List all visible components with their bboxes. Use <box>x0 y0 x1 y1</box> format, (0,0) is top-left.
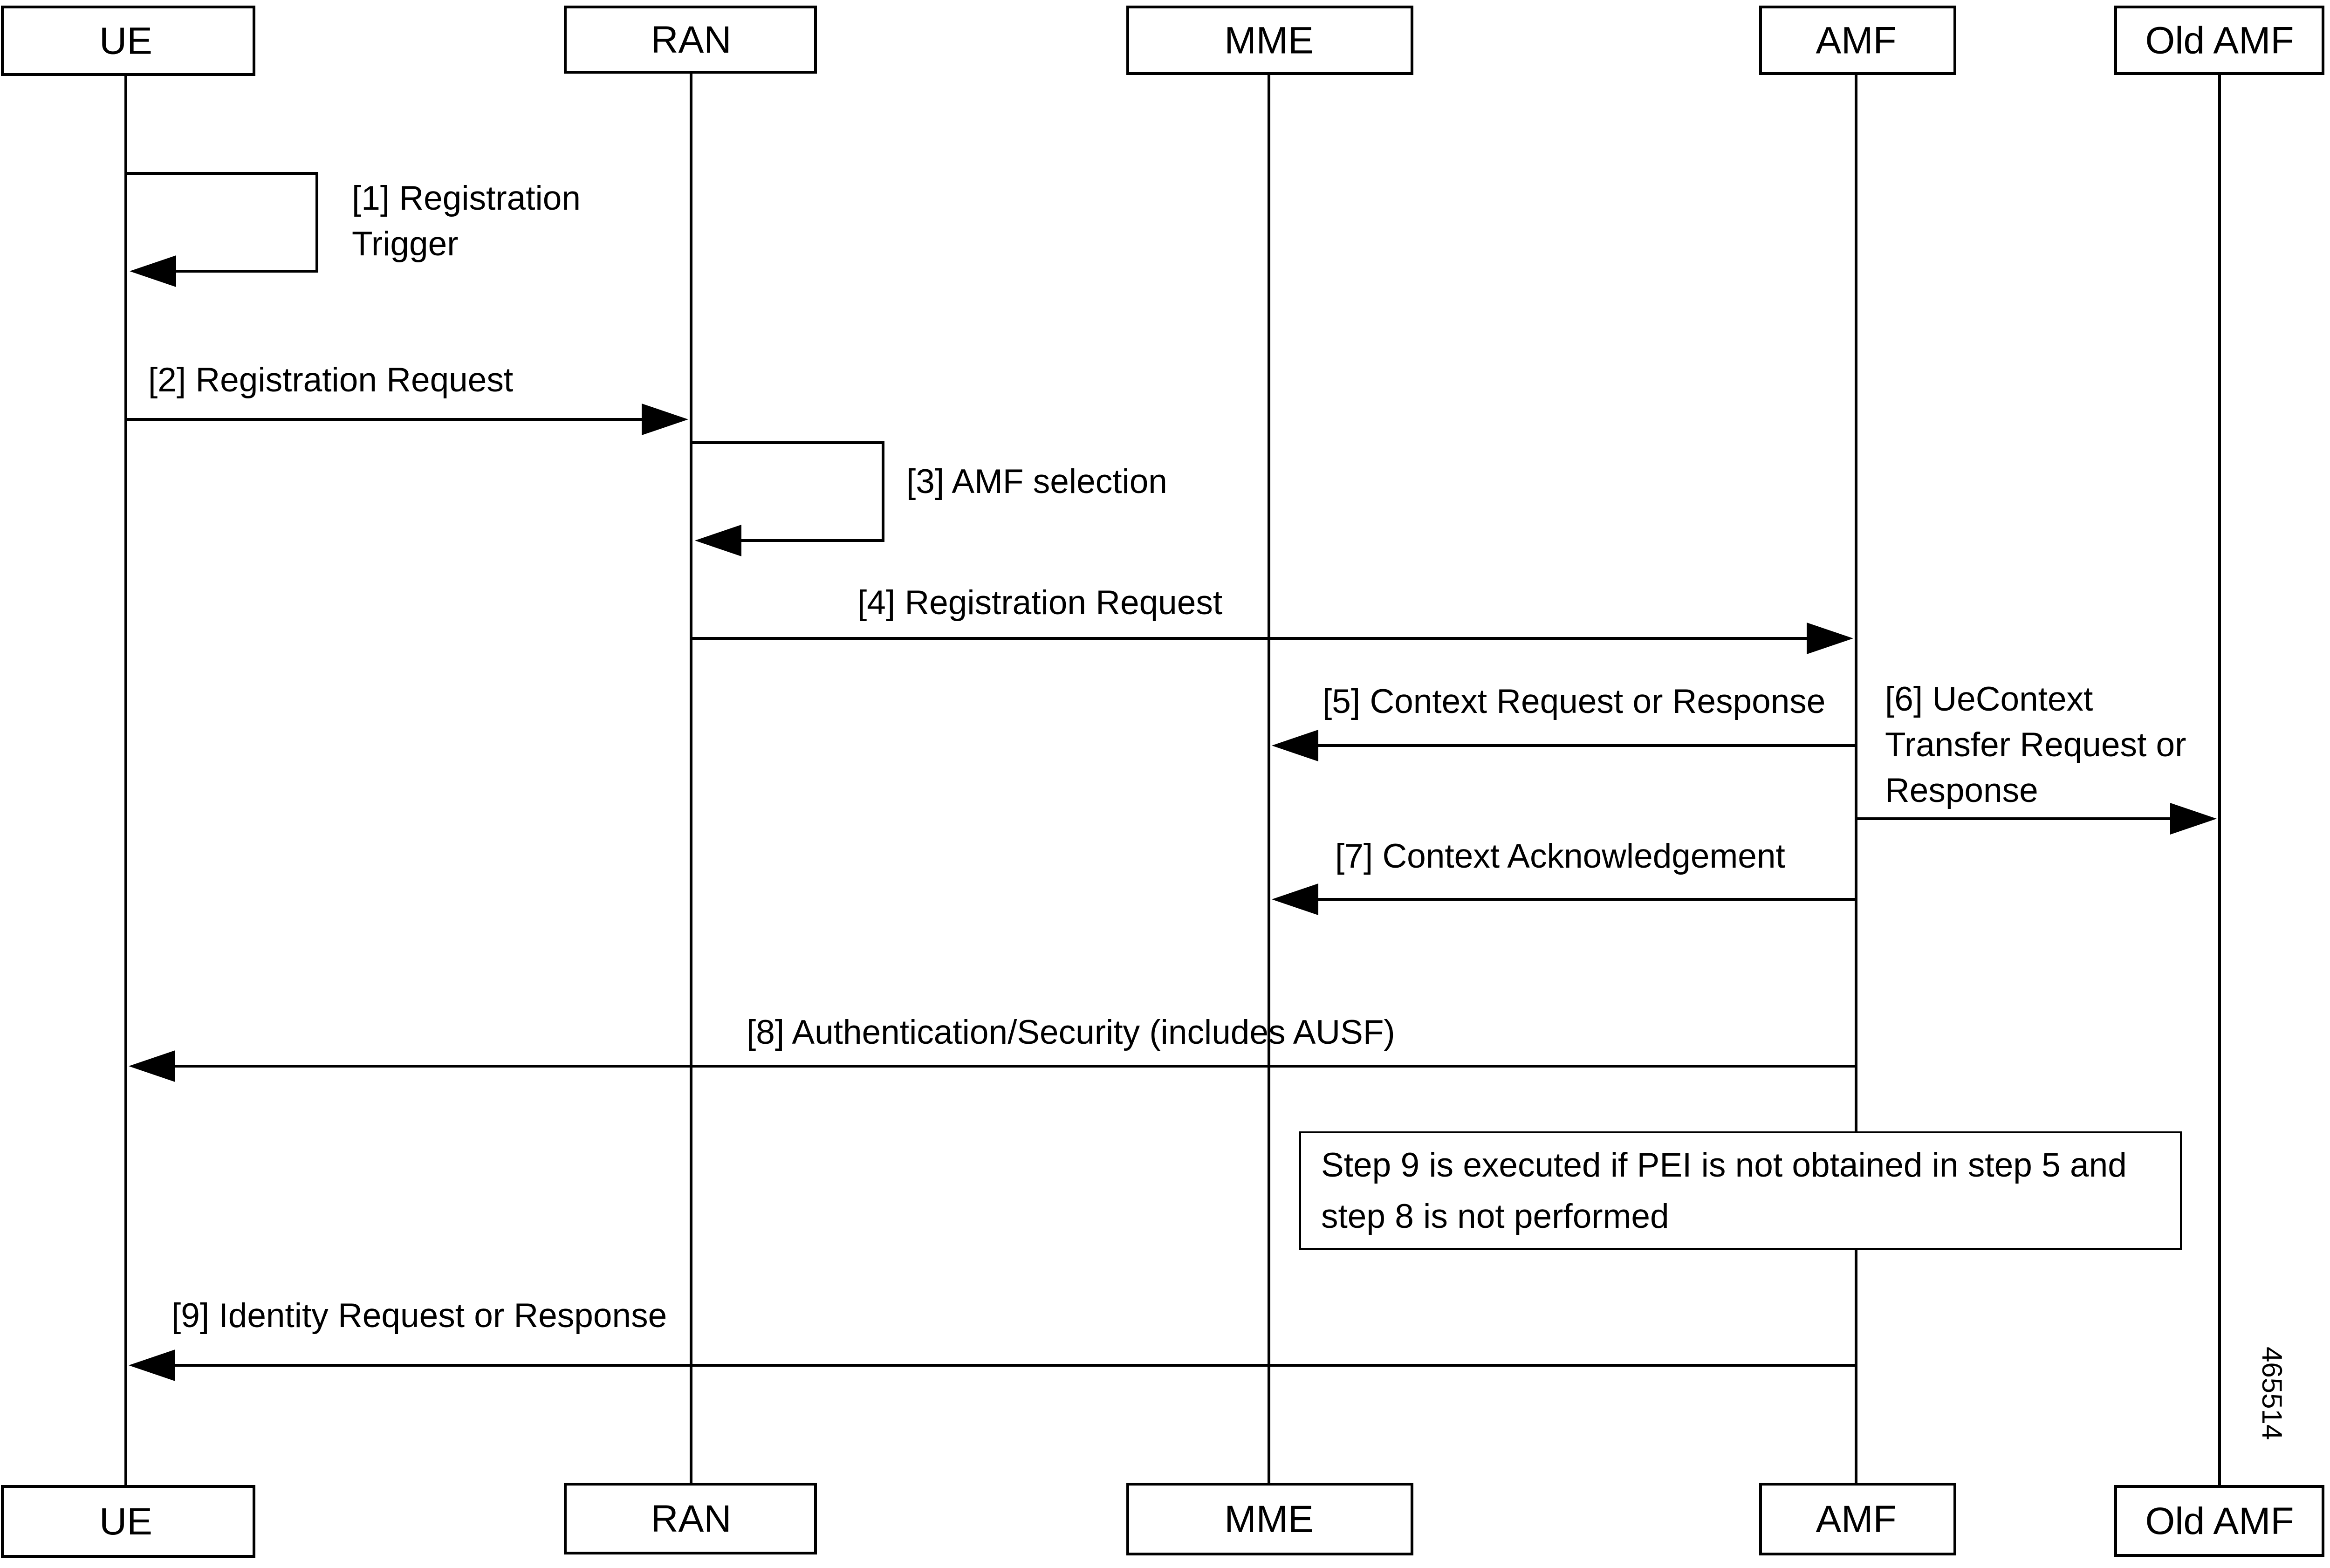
actor-box <box>564 1483 817 1554</box>
message-label: [6] UeContext <box>1885 680 2093 718</box>
message-m8: [8] Authentication/Security (includes AU… <box>129 1013 1856 1082</box>
actor-box <box>1759 6 1956 75</box>
message-m7: [7] Context Acknowledgement <box>1272 837 1856 915</box>
actor-boxes-bottom: UE RAN MME AMF Old AMF <box>1 1483 2324 1558</box>
actor-old-amf-bottom: Old AMF <box>2114 1485 2324 1557</box>
actor-amf-top: AMF <box>1759 6 1956 75</box>
actor-label: MME <box>1224 1498 1313 1541</box>
message-line <box>691 441 884 542</box>
actor-label: AMF <box>1816 1498 1896 1541</box>
message-label: [8] Authentication/Security (includes AU… <box>747 1013 1395 1051</box>
actor-ran-bottom: RAN <box>564 1483 817 1554</box>
message-label: [5] Context Request or Response <box>1323 683 1825 720</box>
actor-box <box>1126 1483 1413 1555</box>
arrowhead <box>1807 623 1853 654</box>
arrowhead <box>1272 883 1318 915</box>
actor-box <box>564 6 817 74</box>
actor-ue-top: UE <box>1 6 255 76</box>
message-line <box>126 172 318 273</box>
message-label: [1] Registration <box>352 179 581 217</box>
message-m3: [3] AMF selection <box>691 441 1167 556</box>
actor-mme-top: MME <box>1126 6 1413 75</box>
arrowhead <box>695 525 741 556</box>
actor-box <box>1126 6 1413 75</box>
message-m4: [4] Registration Request <box>691 584 1853 654</box>
message-m2: [2] Registration Request <box>126 361 688 435</box>
arrowhead <box>129 1050 175 1082</box>
note-line-1: Step 9 is executed if PEI is not obtaine… <box>1321 1146 2127 1184</box>
message-label: [3] AMF selection <box>906 463 1167 500</box>
note-line-2: step 8 is not performed <box>1321 1198 1669 1235</box>
actor-amf-bottom: AMF <box>1759 1483 1956 1555</box>
actor-label: RAN <box>651 19 731 61</box>
actor-label: Old AMF <box>2145 20 2294 62</box>
actor-label: AMF <box>1816 20 1896 62</box>
actor-box <box>1759 1483 1956 1555</box>
message-label: [4] Registration Request <box>857 584 1222 622</box>
actor-label: Old AMF <box>2145 1500 2294 1542</box>
note-box <box>1299 1131 2182 1250</box>
actor-mme-bottom: MME <box>1126 1483 1413 1555</box>
message-label: Response <box>1885 772 2038 809</box>
message-label: Trigger <box>352 225 459 263</box>
arrowhead <box>129 1349 175 1381</box>
arrowhead <box>130 255 176 287</box>
arrowhead <box>642 404 688 435</box>
message-label: Transfer Request or <box>1885 726 2186 764</box>
actor-label: RAN <box>651 1498 731 1540</box>
note: Step 9 is executed if PEI is not obtaine… <box>1299 1131 2182 1250</box>
figure-id: 465514 <box>2256 1347 2288 1440</box>
actor-label: MME <box>1224 20 1313 62</box>
actor-ran-top: RAN <box>564 6 817 74</box>
message-label: [2] Registration Request <box>148 361 513 399</box>
message-m5: [5] Context Request or Response <box>1272 683 1856 761</box>
actor-ue-bottom: UE <box>1 1485 255 1558</box>
actor-box <box>2114 1485 2324 1557</box>
message-m9: [9] Identity Request or Response <box>129 1297 1856 1381</box>
actor-label: UE <box>99 1500 152 1543</box>
actor-boxes-top: UE RAN MME AMF Old AMF <box>1 6 2324 76</box>
actor-box <box>1 1485 255 1558</box>
actor-box <box>2114 6 2324 75</box>
actor-box <box>1 6 255 76</box>
actor-old-amf-top: Old AMF <box>2114 6 2324 75</box>
arrowhead <box>2170 803 2217 835</box>
message-label: [9] Identity Request or Response <box>171 1297 667 1335</box>
actor-label: UE <box>99 20 152 62</box>
arrowhead <box>1272 730 1318 761</box>
message-label: [7] Context Acknowledgement <box>1335 837 1785 875</box>
